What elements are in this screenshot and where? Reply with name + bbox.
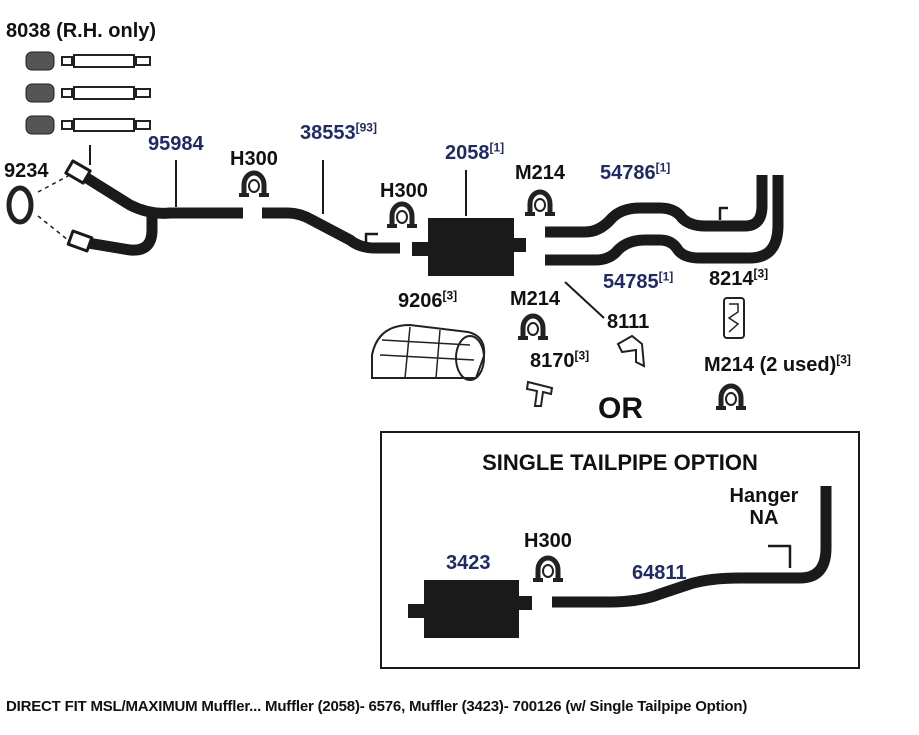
clamp-h300-b <box>387 204 417 226</box>
part-number: 9206 <box>398 290 443 312</box>
part-number: 8214 <box>709 268 754 290</box>
part-ref: [1] <box>489 140 505 155</box>
or-separator: OR <box>598 392 643 425</box>
label-8111: 8111 <box>607 311 649 333</box>
part-number: M214 <box>515 162 566 184</box>
hanger-line2: NA <box>749 507 779 529</box>
part-number: H300 <box>380 180 428 202</box>
label-9234: 9234 <box>4 160 49 182</box>
part-number: 8111 <box>607 311 650 333</box>
part-number: 2058 <box>445 142 490 164</box>
part-number: M214 (2 used) <box>704 354 837 376</box>
label-8170: 8170[3] <box>530 348 590 372</box>
label-h300-a: H300 <box>230 148 278 170</box>
clamp-m214-b <box>518 316 548 338</box>
part-ref: [1] <box>658 269 674 284</box>
option-muffler-3423 <box>408 580 532 638</box>
bracket-8170 <box>525 380 554 407</box>
heat-shield-9206 <box>371 323 486 381</box>
label-m214-c: M214 (2 used)[3] <box>704 352 851 376</box>
part-number: 54786 <box>600 162 656 184</box>
label-m214-b: M214 <box>510 288 560 310</box>
gasket-9234 <box>6 175 69 241</box>
label-hanger-na: Hanger NA <box>722 485 806 529</box>
hanger-line1: Hanger <box>729 485 799 507</box>
option-tailpipe-64811 <box>552 486 832 608</box>
part-number: 8038 <box>6 20 51 42</box>
part-note: (R.H. only) <box>56 20 157 42</box>
muffler-2058 <box>412 170 526 276</box>
part-ref: [93] <box>355 120 377 135</box>
pipe-38553 <box>262 160 400 254</box>
clamp-h300-a <box>239 173 269 195</box>
label-2058: 2058[1] <box>445 140 505 164</box>
part-number: 64811 <box>632 562 687 584</box>
option-clamp-h300 <box>533 558 563 580</box>
y-pipe-95984 <box>64 145 243 256</box>
part-number: 38553 <box>300 122 356 144</box>
part-ref: [3] <box>836 352 851 367</box>
label-95984: 95984 <box>148 133 204 155</box>
label-m214-a: M214 <box>515 162 565 184</box>
part-number: 3423 <box>446 552 491 574</box>
bracket-8111 <box>616 334 646 368</box>
clamp-m214-a <box>525 192 555 214</box>
part-ref: [1] <box>655 160 671 175</box>
label-h300-b: H300 <box>380 180 428 202</box>
part-number: M214 <box>510 288 561 310</box>
label-38553: 38553[93] <box>300 120 377 144</box>
label-54785: 54785[1] <box>603 269 674 293</box>
part-number: H300 <box>524 530 572 552</box>
clamp-m214-c <box>716 386 746 408</box>
label-64811: 64811 <box>632 562 687 584</box>
label-3423: 3423 <box>446 552 491 574</box>
part-ref: [3] <box>442 288 458 303</box>
label-54786: 54786[1] <box>600 160 671 184</box>
part-number: 8170 <box>530 350 575 372</box>
option-title: SINGLE TAILPIPE OPTION <box>482 450 758 475</box>
tailpipes-54786-54785 <box>545 175 784 319</box>
label-option-h300: H300 <box>524 530 572 552</box>
label-9206: 9206[3] <box>398 288 458 312</box>
part-ref: [3] <box>753 266 769 281</box>
single-tailpipe-option-box <box>380 431 860 669</box>
hanger-8214 <box>723 297 745 339</box>
part-ref: [3] <box>574 348 590 363</box>
part-number: 54785 <box>603 271 659 293</box>
label-8214: 8214[3] <box>709 266 769 290</box>
stud-8038-set <box>25 51 151 135</box>
part-number: H300 <box>230 148 278 170</box>
label-8038: 8038 (R.H. only) <box>6 20 156 42</box>
part-number: 95984 <box>148 133 204 155</box>
part-number: 9234 <box>4 160 49 182</box>
caption: DIRECT FIT MSL/MAXIMUM Muffler... Muffle… <box>6 698 748 715</box>
